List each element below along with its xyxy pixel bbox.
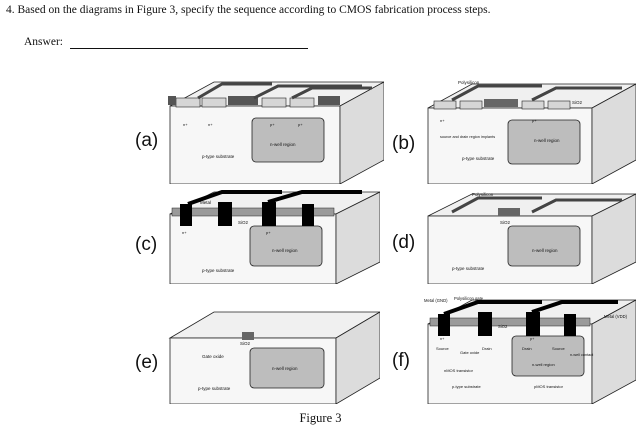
panel-a-diagram: n+ n+ p+ p+ n-well region p-type substra… — [168, 81, 384, 184]
panel-f-substrate: p-type substrate — [452, 384, 481, 389]
panel-a-nplus-1: n+ — [183, 122, 188, 127]
panel-f-source: Source — [436, 346, 449, 351]
panel-d-diagram: Polysilicon SiO2 n-well region p-type su… — [427, 192, 636, 284]
panel-a-pplus-2: p+ — [298, 122, 303, 127]
panel-f-gate-oxide: Gate oxide — [460, 350, 480, 355]
panel-f-metal-gnd: Metal (GND) — [424, 298, 448, 303]
panel-a-nplus-2: n+ — [208, 122, 213, 127]
panel-f-poly-gate: Polysilicon gate — [454, 296, 484, 301]
question-text: 4. Based on the diagrams in Figure 3, sp… — [6, 4, 491, 16]
panel-f-nmos: nMOS transistor — [444, 368, 474, 373]
panel-d-nwell: n-well region — [532, 248, 558, 253]
panel-b-label: (b) — [392, 133, 416, 154]
panel-f-nplus: n+ — [440, 337, 445, 341]
panel-a-nwell: n-well region — [270, 142, 296, 147]
panel-f-drain2: Drain — [522, 346, 532, 351]
panel-f-drain: Drain — [482, 346, 492, 351]
panel-f-metal-vdd: Metal (VDD) — [604, 314, 628, 319]
panel-c-label: (c) — [135, 234, 158, 255]
panel-c-pplus: p+ — [266, 230, 271, 235]
panel-e-gate-oxide: Gate oxide — [202, 354, 224, 359]
panel-d-polysilicon: Polysilicon — [472, 192, 494, 197]
panel-b-polysilicon: Polysilicon — [458, 80, 480, 85]
panel-c-sio2: SiO2 — [238, 220, 249, 225]
panel-c-metal: Metal — [200, 200, 211, 205]
panel-d-label: (d) — [392, 232, 416, 253]
panel-c-nplus: n+ — [182, 230, 187, 235]
panel-b-pplus: p+ — [532, 118, 537, 123]
answer-label: Answer: — [24, 36, 63, 48]
panel-e-label: (e) — [135, 352, 159, 373]
panel-f-sio2: SiO2 — [498, 324, 508, 329]
panel-f-label: (f) — [392, 350, 410, 371]
panel-e-sio2: SiO2 — [240, 341, 251, 346]
panel-b-nwell: n-well region — [534, 138, 560, 143]
panel-f-nwell: n-well region — [532, 362, 555, 367]
panel-b-substrate: p-type substrate — [462, 156, 495, 161]
panel-f-pmos: pMOS transistor — [534, 384, 564, 389]
panel-f-pplus: p+ — [530, 337, 535, 341]
answer-blank[interactable] — [70, 48, 308, 49]
panel-e-nwell: n-well region — [272, 366, 298, 371]
panel-f-nwell-contact: n-well contact — [570, 353, 594, 357]
panel-c-nwell: n-well region — [272, 248, 298, 253]
panel-b-diagram: Polysilicon SiO2 n+ p+ source and drain … — [427, 80, 636, 184]
panel-b-implant: source and drain region implants — [440, 135, 495, 139]
panel-e-substrate: p-type substrate — [198, 386, 231, 391]
panel-a-label: (a) — [135, 130, 159, 151]
panel-e-diagram: Gate oxide SiO2 n-well region p-type sub… — [168, 311, 380, 404]
figure-caption: Figure 3 — [299, 411, 342, 425]
panel-b-sio2: SiO2 — [572, 100, 583, 105]
panel-d-substrate: p-type substrate — [452, 266, 485, 271]
panel-f-source2: Source — [552, 346, 565, 351]
panel-b-nplus: n+ — [440, 118, 445, 123]
panel-c-diagram: Metal SiO2 n+ p+ n-well region p-type su… — [169, 190, 380, 284]
panel-a-pplus-1: p+ — [270, 122, 275, 127]
panel-f-diagram: Metal (GND) Polysilicon gate Metal (VDD)… — [424, 296, 636, 404]
panel-a-substrate: p-type substrate — [202, 154, 235, 159]
panel-c-substrate: p-type substrate — [202, 268, 235, 273]
panel-d-sio2: SiO2 — [500, 220, 511, 225]
